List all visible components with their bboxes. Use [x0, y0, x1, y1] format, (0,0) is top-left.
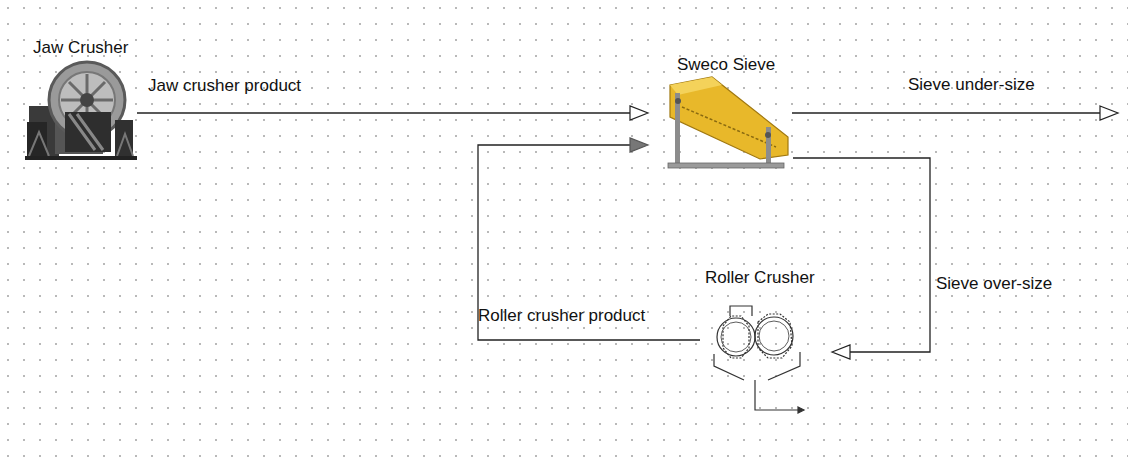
stream-line	[478, 138, 700, 340]
stream-line	[793, 158, 930, 359]
jaw-crusher: Jaw Crusher	[25, 38, 137, 163]
unit-name: Jaw Crusher	[33, 38, 128, 58]
stream-label: Sieve over-size	[936, 274, 1052, 294]
unit-name: Roller Crusher	[705, 268, 815, 288]
stream-label: Sieve under-size	[908, 75, 1035, 95]
stream-label: Jaw crusher product	[148, 76, 301, 96]
stream-label: Roller crusher product	[478, 306, 645, 326]
sweco-sieve: Sweco Sieve	[648, 55, 793, 175]
unit-name: Sweco Sieve	[677, 55, 775, 75]
stream-line	[137, 106, 648, 120]
outlet-line	[792, 106, 1118, 120]
roller-crusher: Roller Crusher	[700, 268, 832, 393]
